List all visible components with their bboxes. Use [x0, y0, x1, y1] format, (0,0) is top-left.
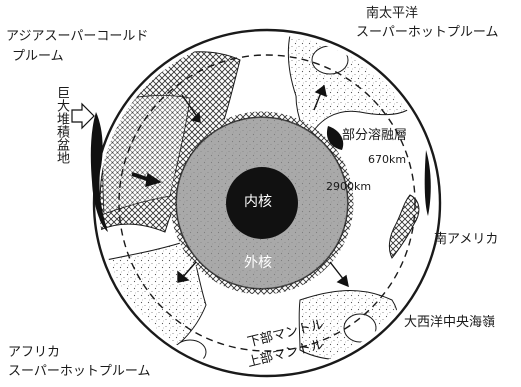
outer-core-label: 外核 [244, 255, 272, 271]
depth-2900-label: 2900km [326, 180, 372, 193]
south-pacific-label-2: スーパーホットプルーム [356, 25, 499, 40]
discontinuity-670km [118, 54, 416, 352]
asia-plume-label-1: アジアスーパーコールド [6, 29, 149, 44]
inner-core-label: 内核 [244, 194, 272, 210]
mid-atlantic-ridge-label: 大西洋中央海嶺 [404, 315, 496, 330]
south-pacific-label-1: 南太平洋 [366, 6, 419, 21]
core-mantle-boundary [170, 111, 354, 295]
africa-plume-label-1: アフリカ [8, 345, 61, 360]
flow-arrows [71, 84, 349, 288]
africa-plume-label-2: スーパーホットプルーム [8, 364, 151, 379]
south-america-label: 南アメリカ [434, 232, 499, 247]
surface-basin-blob [90, 112, 108, 232]
inner-core [226, 167, 298, 239]
giant-basin-label: 巨大堆積盆地 [54, 86, 69, 164]
south-america-slab [388, 194, 420, 259]
subducted-slab-pile [102, 95, 191, 215]
asia-plume-label-2: プルーム [12, 49, 64, 64]
partial-melt-label: 部分溶融層 [342, 128, 408, 143]
depth-670-label: 670km [368, 153, 407, 166]
